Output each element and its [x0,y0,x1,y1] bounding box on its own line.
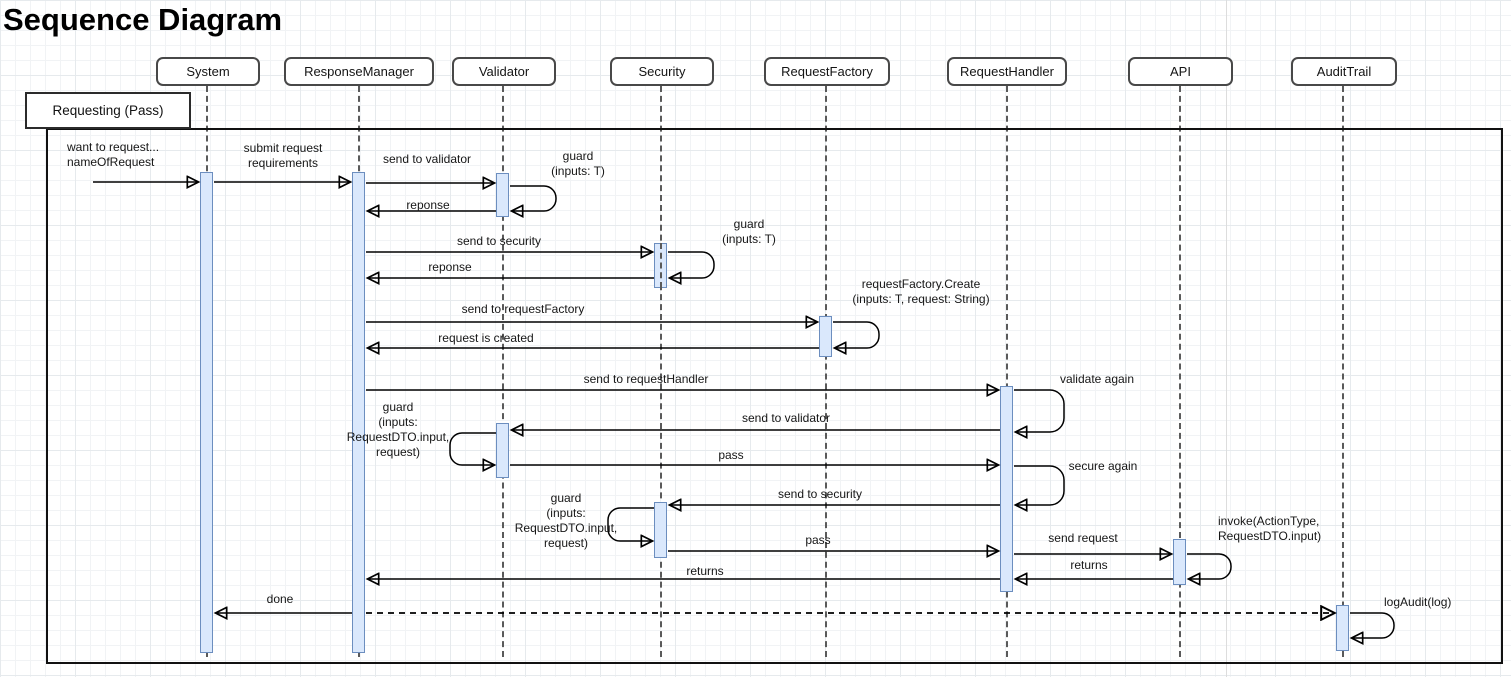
actor-box-security: Security [610,57,714,86]
message-label: send request [1048,531,1118,545]
lifeline-security [660,86,662,657]
activation-audittrail [1336,605,1349,651]
activation-security-2 [654,502,667,558]
lifeline-api [1179,86,1181,657]
frame-label: Requesting (Pass) [25,92,191,129]
lifeline-audittrail [1342,86,1344,657]
activation-requestfactory [819,316,832,357]
activation-api [1173,539,1186,585]
lifeline-overlay-security [660,243,662,288]
self-message-label: guard (inputs: T) [722,217,776,246]
message-label: send to requestHandler [583,372,709,386]
activation-responsemanager [352,172,365,653]
message-label: done [266,592,294,606]
self-message-label: guard (inputs: T) [551,149,605,178]
message-label: reponse [428,260,472,274]
message-label: want to request... nameOfRequest [67,140,160,169]
message-label: pass [718,448,744,462]
self-message-label: secure again [1068,459,1138,473]
message-label: send to validator [741,411,831,425]
self-message-label: requestFactory.Create (inputs: T, reques… [852,277,990,306]
page-title: Sequence Diagram [3,2,283,37]
actor-box-requesthandler: RequestHandler [947,57,1067,86]
actor-box-responsemanager: ResponseManager [284,57,434,86]
message-label: send to security [777,487,863,501]
lifeline-requestfactory [825,86,827,657]
actor-box-validator: Validator [452,57,556,86]
message-label: reponse [406,198,450,212]
message-label: request is created [438,331,534,345]
self-message-label: logAudit(log) [1384,595,1452,609]
message-label: send to requestFactory [461,302,585,316]
self-message-label: guard (inputs: RequestDTO.input, request… [514,491,618,550]
activation-validator-2 [496,423,509,478]
message-label: returns [1070,558,1108,572]
lifeline-validator [502,86,504,657]
message-label: send to validator [382,152,472,166]
sequence-frame [46,128,1503,664]
page-boundary-line [1226,0,1227,677]
self-message-label: invoke(ActionType, RequestDTO.input) [1218,514,1322,543]
activation-system [200,172,213,653]
activation-validator-1 [496,173,509,217]
actor-box-audittrail: AuditTrail [1291,57,1397,86]
message-label: pass [805,533,831,547]
actor-box-requestfactory: RequestFactory [764,57,890,86]
lifeline-requesthandler [1006,86,1008,657]
message-label: send to security [456,234,542,248]
activation-requesthandler [1000,386,1013,592]
self-message-label: validate again [1059,372,1135,386]
actor-box-api: API [1128,57,1233,86]
message-label: submit request requirements [243,141,323,170]
self-message-label: guard (inputs: RequestDTO.input, request… [346,400,450,459]
message-label: returns [686,564,724,578]
actor-box-system: System [156,57,260,86]
